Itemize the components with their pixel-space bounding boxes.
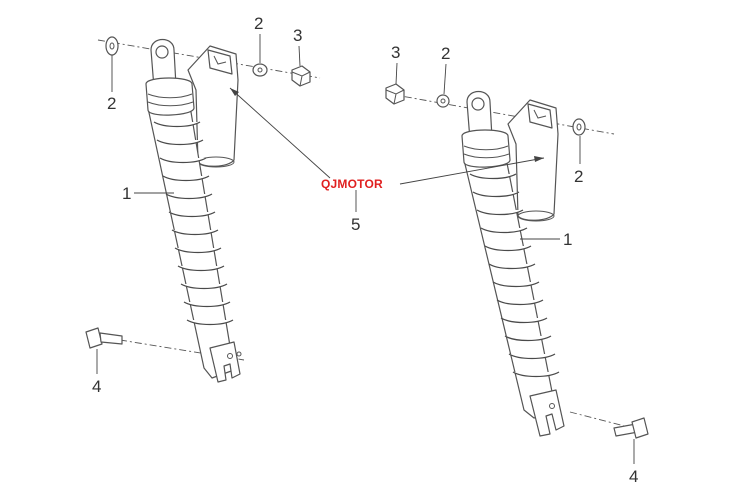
left-bolt xyxy=(85,327,123,349)
left-washer-outer xyxy=(105,36,119,56)
callout-3-left: 3 xyxy=(293,26,302,45)
left-bottom-axis-line xyxy=(119,339,245,361)
callout-1-left: 1 xyxy=(122,184,131,203)
callout-2-right-outer: 2 xyxy=(574,167,583,186)
left-assembly: 2 2 3 1 4 xyxy=(85,14,321,396)
left-shock-absorber xyxy=(145,38,242,383)
callout-2-left-outer: 2 xyxy=(107,94,116,113)
callout-2-right-inner: 2 xyxy=(441,44,450,63)
callout-1-right: 1 xyxy=(563,230,572,249)
right-shock-absorber xyxy=(461,90,565,437)
right-washer-outer xyxy=(572,118,586,136)
right-bottom-axis-line xyxy=(569,411,633,429)
callout-4-right: 4 xyxy=(629,467,638,486)
right-bolt xyxy=(613,417,649,439)
right-nut xyxy=(385,83,405,105)
right-assembly: 3 2 2 1 4 xyxy=(385,43,649,486)
callout-2-left-inner: 2 xyxy=(254,14,263,33)
callout-3-right: 3 xyxy=(391,43,400,62)
right-washer-inner xyxy=(436,94,450,108)
reservoir-callout: 5 QJMOTOR xyxy=(229,87,545,234)
right-reservoir xyxy=(507,99,559,222)
left-washer-inner xyxy=(252,63,268,77)
callout-4-left: 4 xyxy=(92,377,101,396)
brand-watermark: QJMOTOR xyxy=(321,177,383,191)
left-nut xyxy=(291,65,311,87)
callout-5: 5 xyxy=(351,215,360,234)
